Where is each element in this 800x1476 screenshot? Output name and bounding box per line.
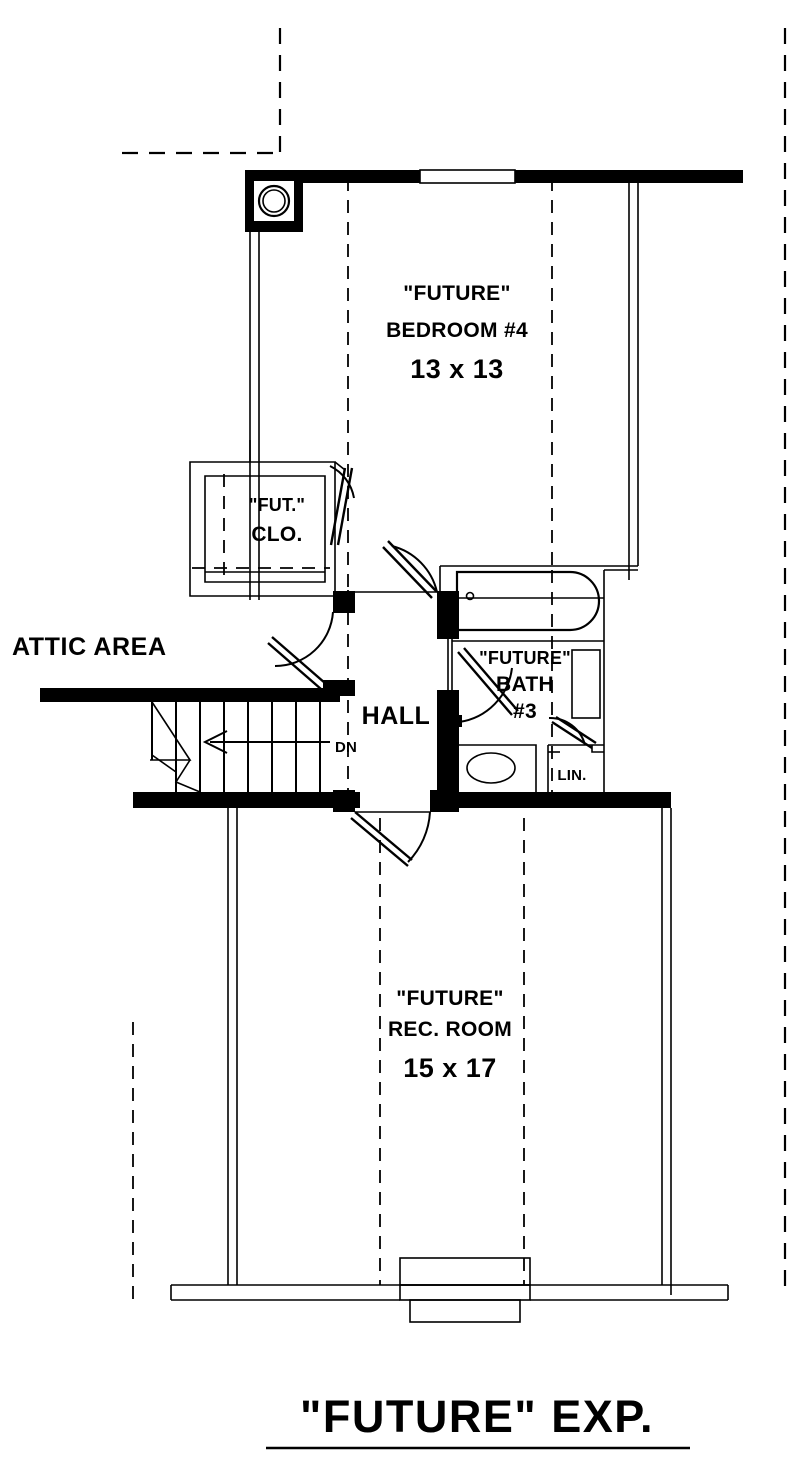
rec-bay-window-projection [409,1299,521,1323]
rec-top-wall-right [459,792,671,808]
stair-break-hatch [151,754,177,773]
linen-closet-group [547,715,604,802]
closet-door-leaf-2 [329,467,347,546]
attic-door-group [267,611,334,697]
bath-door-arc [458,667,513,723]
round-column-outer-icon [257,184,291,218]
stairs-group [40,688,360,808]
closet-door-arc [329,465,355,499]
hall-label: HALL [362,702,431,730]
round-column-inner-icon [262,189,286,213]
hall-rec-door-group [350,811,431,867]
post-inner-void [254,181,294,221]
bedroom-door-leaf [387,540,438,593]
bedroom4-prefix-label: "FUTURE" [403,282,510,305]
hall-jamb-bottom-right [430,790,459,812]
plan-title: "FUTURE" EXP. [300,1391,654,1442]
closet-name-label: CLO. [251,523,302,546]
future-closet-group [189,440,355,597]
bath3-name-label: BATH [496,673,554,696]
rec-room-walls [170,792,729,1323]
top-exterior-wall-group [245,169,743,232]
stair-top-wall [40,688,340,702]
rec-room-size-label: 15 x 17 [403,1053,497,1083]
plan-text-labels: "FUTURE" BEDROOM #4 13 x 13 "FUT." CLO. … [12,282,586,1083]
bathtub-icon [455,570,601,632]
bath-door-leaf [457,651,513,716]
stair-break-lower [174,759,201,793]
stair-treads [151,702,321,792]
hall-jamb-top-left [333,591,355,613]
linen-door-arc [548,716,586,746]
closet-jog-right [334,461,346,471]
bedroom4-walls [249,183,639,600]
toilet-alcove-wall [452,744,537,802]
reference-dashed-lines [122,28,787,1300]
closet-door-leaf [336,467,354,546]
attic-door-leaf-2 [267,642,330,697]
bedroom4-door-group [355,540,438,599]
closet-prefix-label: "FUT." [249,495,305,515]
stair-bottom-wall [133,792,360,808]
attic-door-leaf [271,636,334,691]
bath-door-jamb-block [452,715,462,727]
linen-label: LIN. [557,767,586,784]
hall-wall-right [437,690,459,802]
hall-rec-door-arc [407,811,431,863]
bath3-prefix-label: "FUTURE" [479,648,571,668]
attic-door-arc [274,611,334,668]
stair-dn-label: DN [335,739,357,756]
bedroom-door-leaf-2 [382,546,433,599]
bath3-number-label: #3 [513,700,537,723]
hall-rec-door-leaf-2 [350,817,409,867]
stair-dn-arrow-head [202,730,228,754]
rec-room-name-label: REC. ROOM [388,1018,512,1041]
attic-area-label: ATTIC AREA [12,633,167,661]
hall-rec-door-leaf [354,811,413,861]
closet-inner-wall [204,475,326,583]
stair-break-upper [150,701,192,761]
rec-bay-window-sill [399,1284,531,1301]
toilet-icon [466,752,516,784]
rec-bay-window-upper [399,1257,531,1286]
top-wall-right-segment [515,170,743,183]
rec-room-prefix-label: "FUTURE" [396,987,503,1010]
linen-jamb-notch-right [591,745,604,753]
bedroom-door-arc [391,545,438,593]
bedroom-window [419,169,516,184]
bathtub-drain-icon [465,591,475,601]
bedroom4-size-label: 13 x 13 [410,354,504,384]
bath-door-leaf-2 [463,647,519,712]
plan-title-group: "FUTURE" EXP. [266,1391,690,1450]
vanity-cabinet-icon [571,649,601,719]
hall-jamb-top-right [437,591,459,639]
bedroom4-name-label: BEDROOM #4 [386,319,528,342]
